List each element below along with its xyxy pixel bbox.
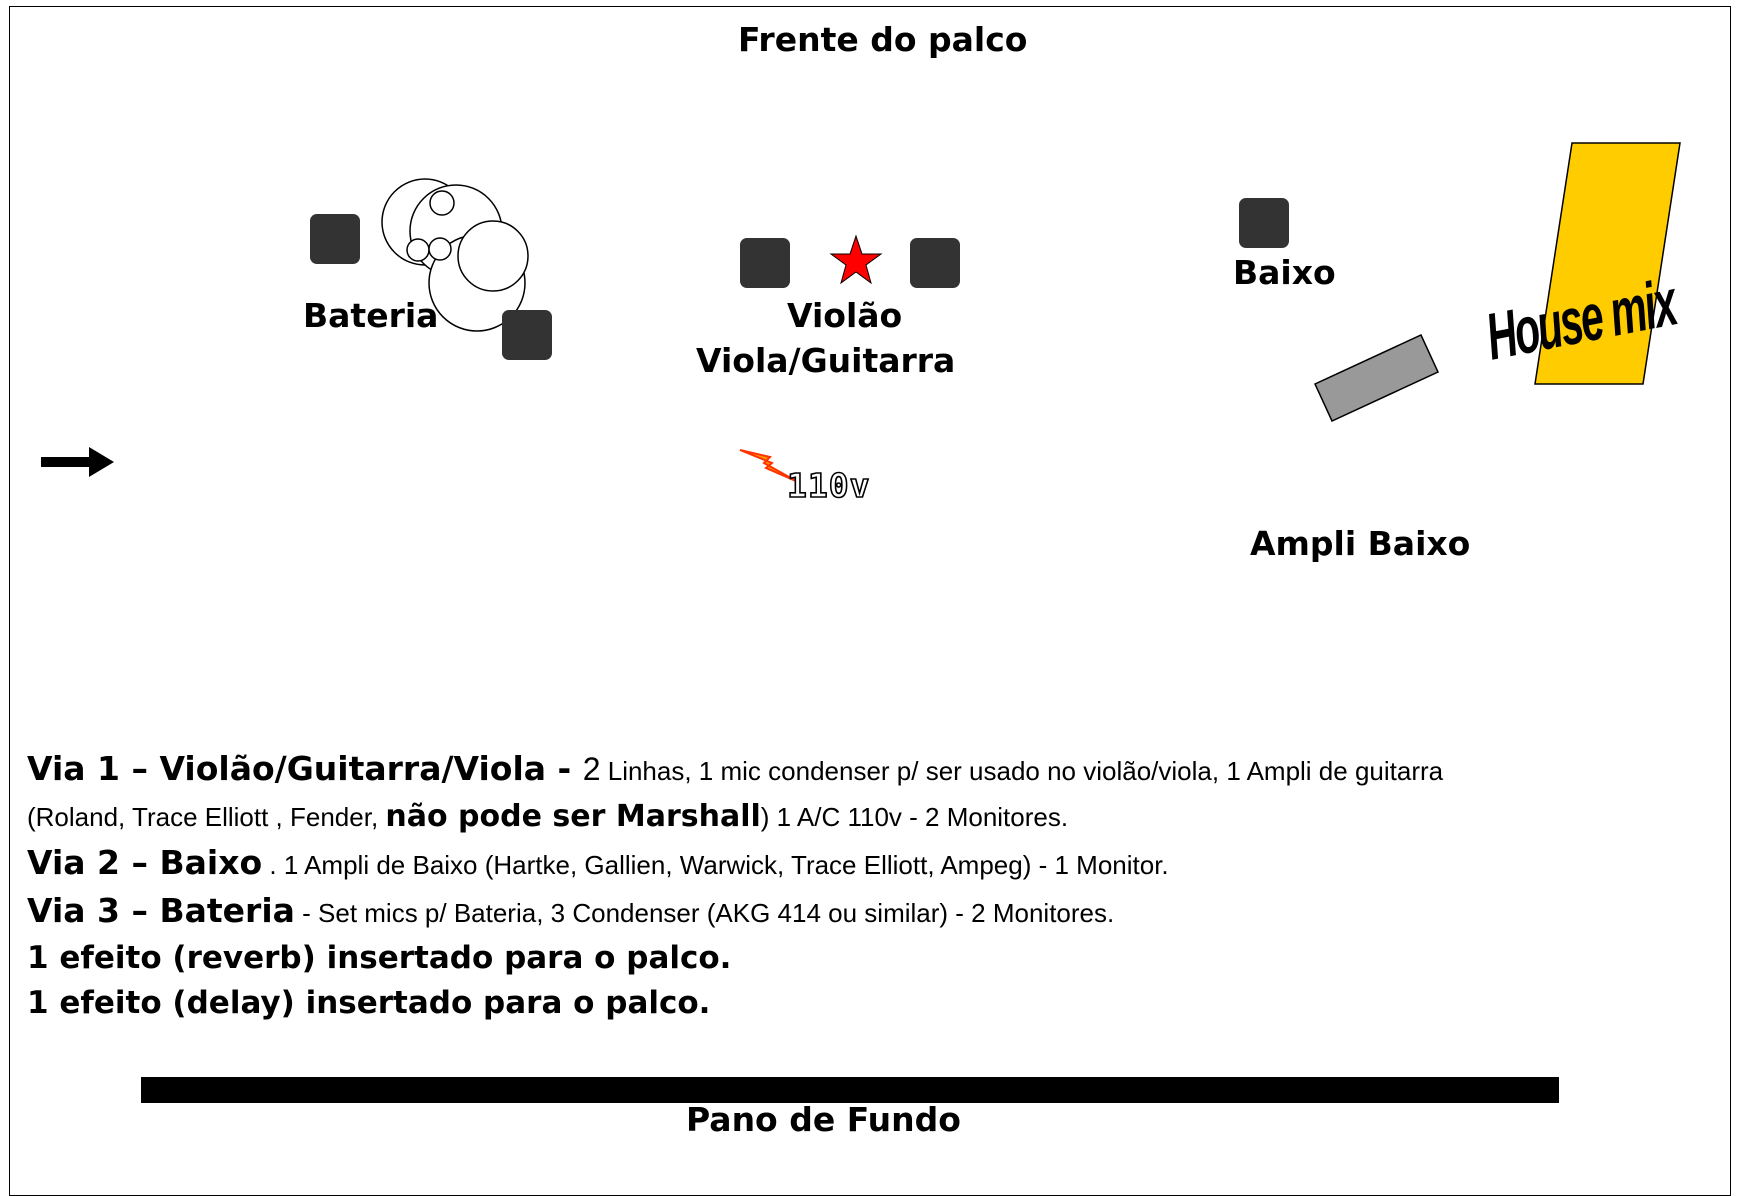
stage-front-title: Frente do palco <box>738 20 1028 59</box>
lead-position-star-icon <box>829 234 883 285</box>
entrance-arrow-icon <box>41 447 114 477</box>
via1-text-c: ) 1 A/C 110v - 2 Monitores. <box>760 802 1069 832</box>
effect-delay-line: 1 efeito (delay) insertado para o palco. <box>27 985 711 1021</box>
power-110v-label: 110v <box>786 465 871 506</box>
guitar-monitor-left <box>740 238 790 288</box>
effect-reverb-line: 1 efeito (reverb) insertado para o palco… <box>27 940 732 976</box>
via3-text: - Set mics p/ Bateria, 3 Condenser (AKG … <box>294 898 1115 928</box>
bass-monitor <box>1239 198 1289 248</box>
via1-line-1: Via 1 – Violão/Guitarra/Viola - 2 Linhas… <box>27 746 1727 794</box>
via2-text: . 1 Ampli de Baixo (Hartke, Gallien, War… <box>262 850 1169 880</box>
drum-monitor-left <box>310 214 360 264</box>
backdrop-label: Pano de Fundo <box>686 1100 961 1139</box>
acoustic-guitar-label: Violão <box>787 296 903 335</box>
via2-line: Via 2 – Baixo . 1 Ampli de Baixo (Hartke… <box>27 840 1727 888</box>
house-mix-area <box>1534 142 1681 385</box>
via1-line-2: (Roland, Trace Elliott , Fender, não pod… <box>27 794 1727 840</box>
via1-line-count: 2 <box>582 751 601 787</box>
power-lightning-bolt-icon <box>739 449 799 483</box>
via1-no-marshall: não pode ser Marshall <box>385 799 761 834</box>
via1-text-b: (Roland, Trace Elliott , Fender, <box>27 802 386 832</box>
bass-label: Baixo <box>1233 253 1336 292</box>
drum-monitor-right <box>502 310 552 360</box>
via3-line: Via 3 – Bateria - Set mics p/ Bateria, 3… <box>27 888 1727 936</box>
guitar-label: Viola/Guitarra <box>696 341 956 380</box>
via3-heading: Via 3 – Bateria <box>27 891 295 930</box>
bass-amp-shape <box>1314 334 1439 422</box>
via1-heading: Via 1 – Violão/Guitarra/Viola - <box>27 749 583 788</box>
via1-text-a: Linhas, 1 mic condenser p/ ser usado no … <box>600 756 1444 786</box>
bass-amp-label: Ampli Baixo <box>1250 524 1471 563</box>
channel-notes: Via 1 – Violão/Guitarra/Viola - 2 Linhas… <box>27 746 1727 1026</box>
via2-heading: Via 2 – Baixo <box>27 843 263 882</box>
backdrop-bar <box>141 1077 1559 1103</box>
drum-kit-icon <box>381 178 529 332</box>
drums-label: Bateria <box>303 296 439 335</box>
guitar-monitor-right <box>910 238 960 288</box>
